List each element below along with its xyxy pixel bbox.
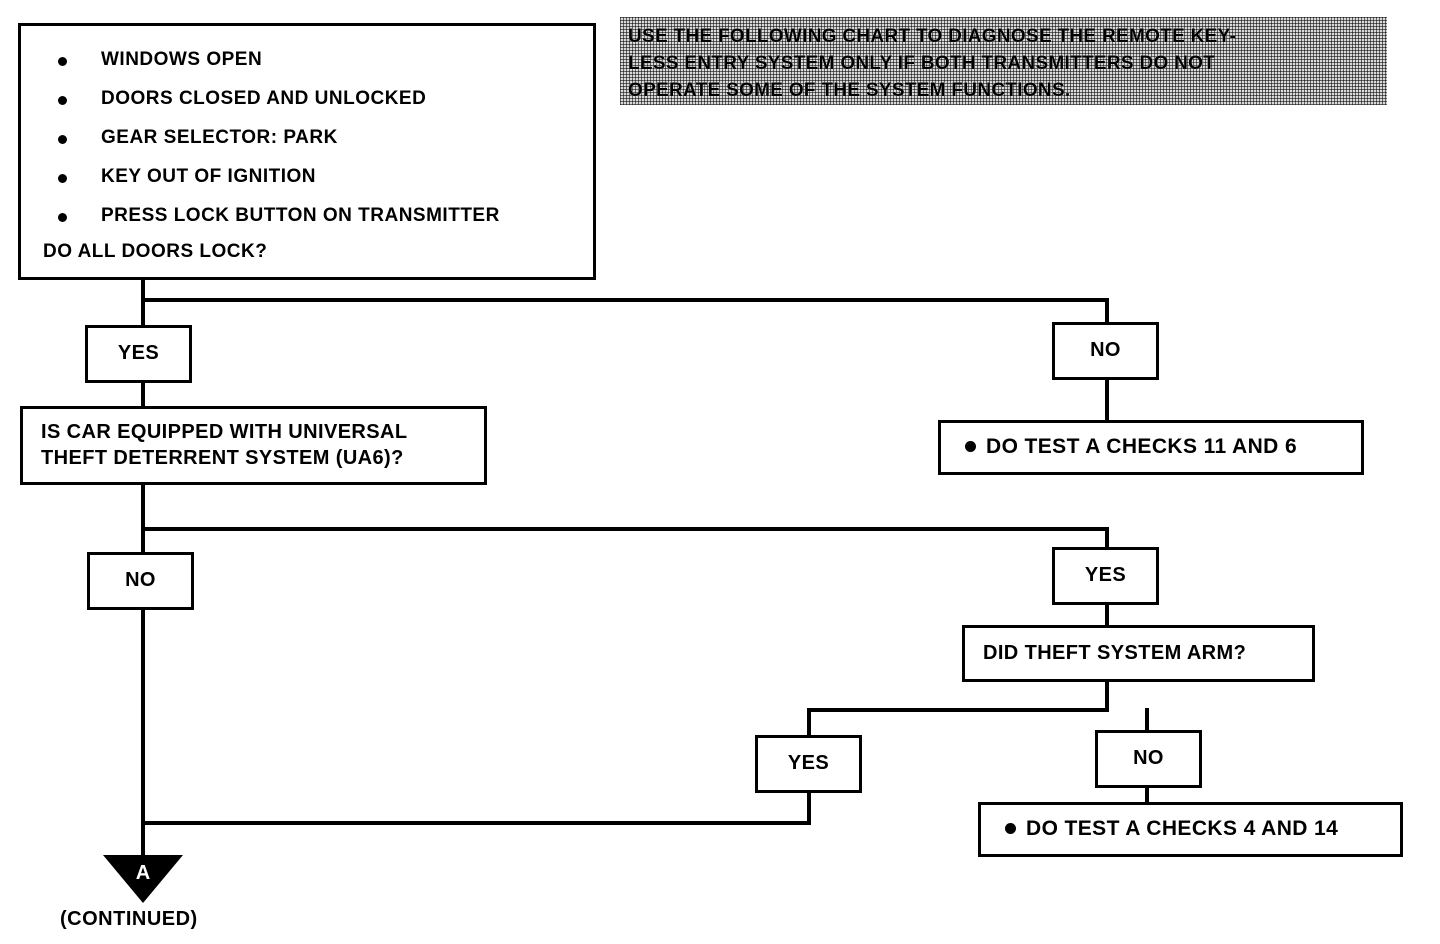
wire-theftarm-stem bbox=[1105, 682, 1109, 710]
wire-no3-to-action bbox=[1145, 788, 1149, 806]
header-note-line-2: LESS ENTRY SYSTEM ONLY IF BOTH TRANSMITT… bbox=[628, 53, 1216, 74]
action-checks-4-and-14[interactable]: DO TEST A CHECKS 4 AND 14 bbox=[978, 802, 1403, 857]
branch-no-2[interactable]: NO bbox=[87, 552, 194, 610]
wire-to-no-2 bbox=[141, 527, 145, 554]
branch-no-3-label: NO bbox=[1133, 747, 1164, 770]
action-checks-11-and-6[interactable]: DO TEST A CHECKS 11 AND 6 bbox=[938, 420, 1364, 475]
question-theft-system-arm-label: DID THEFT SYSTEM ARM? bbox=[983, 641, 1247, 664]
condition-label: WINDOWS OPEN bbox=[101, 49, 263, 70]
bullet-icon bbox=[58, 135, 67, 144]
wire-start-stem bbox=[141, 280, 145, 302]
condition-list: WINDOWS OPEN DOORS CLOSED AND UNLOCKED G… bbox=[21, 26, 593, 235]
wire-level2-bus bbox=[141, 527, 1109, 531]
branch-yes-1-label: YES bbox=[117, 342, 160, 365]
start-question: DO ALL DOORS LOCK? bbox=[43, 241, 268, 262]
list-item: WINDOWS OPEN bbox=[21, 40, 593, 79]
bullet-icon bbox=[58, 174, 67, 183]
branch-no-1[interactable]: NO bbox=[1052, 322, 1159, 380]
wire-to-yes-1 bbox=[141, 298, 145, 328]
condition-label: GEAR SELECTOR: PARK bbox=[101, 127, 338, 148]
question-universal-theft-label: IS CAR EQUIPPED WITH UNIVERSAL THEFT DET… bbox=[41, 420, 408, 469]
bullet-icon bbox=[1005, 822, 1016, 834]
bullet-icon bbox=[58, 213, 67, 222]
question-universal-theft[interactable]: IS CAR EQUIPPED WITH UNIVERSAL THEFT DET… bbox=[20, 406, 487, 485]
branch-no-1-label: NO bbox=[1090, 339, 1121, 362]
connector-a-label: A bbox=[135, 862, 151, 884]
question-theft-system-arm[interactable]: DID THEFT SYSTEM ARM? bbox=[962, 625, 1315, 682]
branch-yes-3[interactable]: YES bbox=[755, 735, 862, 793]
condition-label: PRESS LOCK BUTTON ON TRANSMITTER bbox=[101, 205, 500, 226]
condition-label: KEY OUT OF IGNITION bbox=[101, 166, 316, 187]
wire-to-yes-2 bbox=[1105, 527, 1109, 549]
branch-yes-2[interactable]: YES bbox=[1052, 547, 1159, 605]
wire-yes1-to-question bbox=[141, 383, 145, 408]
branch-yes-1[interactable]: YES bbox=[85, 325, 192, 383]
wire-no1-to-action bbox=[1105, 380, 1109, 422]
wire-to-no-3 bbox=[1145, 708, 1149, 732]
wire-to-no-1 bbox=[1105, 298, 1109, 324]
condition-label: DOORS CLOSED AND UNLOCKED bbox=[101, 88, 427, 109]
header-note-line-1: USE THE FOLLOWING CHART TO DIAGNOSE THE … bbox=[628, 26, 1237, 47]
branch-no-2-label: NO bbox=[125, 569, 156, 592]
wire-level3-bus bbox=[807, 708, 1109, 712]
list-item: KEY OUT OF IGNITION bbox=[21, 157, 593, 196]
wire-to-yes-3 bbox=[807, 708, 811, 738]
bullet-icon bbox=[965, 440, 976, 452]
header-note: USE THE FOLLOWING CHART TO DIAGNOSE THE … bbox=[620, 17, 1387, 105]
header-note-line-3: OPERATE SOME OF THE SYSTEM FUNCTIONS. bbox=[628, 80, 1071, 101]
list-item: DOORS CLOSED AND UNLOCKED bbox=[21, 79, 593, 118]
action-checks-11-and-6-text: DO TEST A CHECKS 11 AND 6 bbox=[941, 434, 1297, 461]
bullet-icon bbox=[58, 96, 67, 105]
connector-triangle-a-icon bbox=[103, 855, 183, 903]
bullet-icon bbox=[58, 57, 67, 66]
branch-no-3[interactable]: NO bbox=[1095, 730, 1202, 788]
list-item: GEAR SELECTOR: PARK bbox=[21, 118, 593, 157]
wire-yes2-to-question bbox=[1105, 605, 1109, 627]
start-condition-panel: WINDOWS OPEN DOORS CLOSED AND UNLOCKED G… bbox=[18, 23, 596, 280]
wire-level1-bus bbox=[141, 298, 1109, 302]
branch-yes-3-label: YES bbox=[787, 752, 830, 775]
wire-yes3-drop bbox=[807, 793, 811, 825]
wire-question-stem bbox=[141, 485, 145, 530]
wire-yes3-return bbox=[141, 821, 811, 825]
list-item: PRESS LOCK BUTTON ON TRANSMITTER bbox=[21, 196, 593, 235]
continued-label: (CONTINUED) bbox=[60, 908, 198, 930]
action-checks-4-and-14-text: DO TEST A CHECKS 4 AND 14 bbox=[981, 816, 1338, 843]
wire-no2-trunk bbox=[141, 610, 145, 862]
branch-yes-2-label: YES bbox=[1084, 564, 1127, 587]
